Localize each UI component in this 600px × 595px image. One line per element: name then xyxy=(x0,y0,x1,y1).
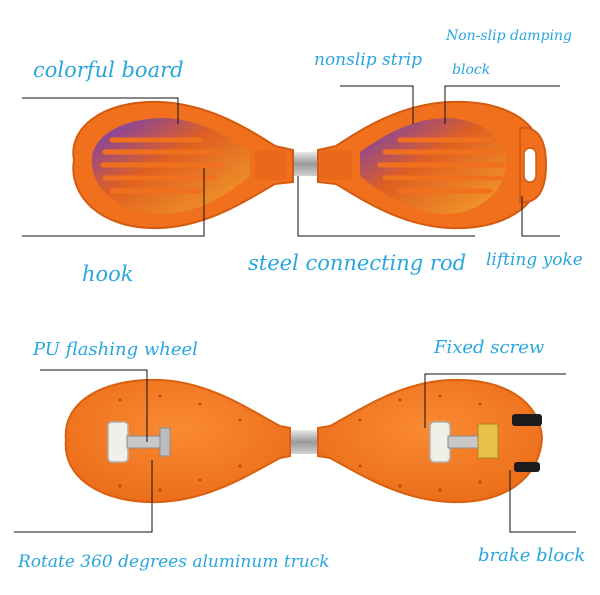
left-deck-bottom xyxy=(64,378,291,504)
label-damping-block-line2: block xyxy=(452,62,491,78)
leader-lines xyxy=(14,85,576,533)
label-aluminum-truck: Rotate 360 degrees aluminum truck xyxy=(18,552,330,572)
right-nonslip-strips xyxy=(377,137,505,194)
right-pu-wheel xyxy=(429,421,499,463)
left-nonslip-strips xyxy=(100,137,223,194)
label-pu-flashing-wheel: PU flashing wheel xyxy=(33,339,198,360)
label-nonslip-strip: nonslip strip xyxy=(314,50,423,70)
label-lifting-yoke: lifting yoke xyxy=(486,250,583,270)
lifting-yoke-slot xyxy=(523,147,537,183)
label-hook: hook xyxy=(82,262,134,286)
brake-block-lower xyxy=(514,462,540,472)
label-damping-block-line1: Non-slip damping xyxy=(446,28,572,44)
label-steel-connecting-rod: steel connecting rod xyxy=(248,251,467,275)
right-hook-block xyxy=(320,150,352,180)
brake-block xyxy=(512,414,542,426)
label-brake-block: brake block xyxy=(478,545,586,566)
screw-holes xyxy=(118,394,482,492)
label-fixed-screw: Fixed screw xyxy=(434,337,545,358)
top-view-board xyxy=(72,100,548,230)
fixed-screw-plate xyxy=(477,423,499,459)
label-colorful-board: colorful board xyxy=(33,58,184,82)
left-hook-block xyxy=(255,150,287,180)
bottom-view-board xyxy=(64,378,544,504)
left-pu-wheel xyxy=(107,421,171,463)
